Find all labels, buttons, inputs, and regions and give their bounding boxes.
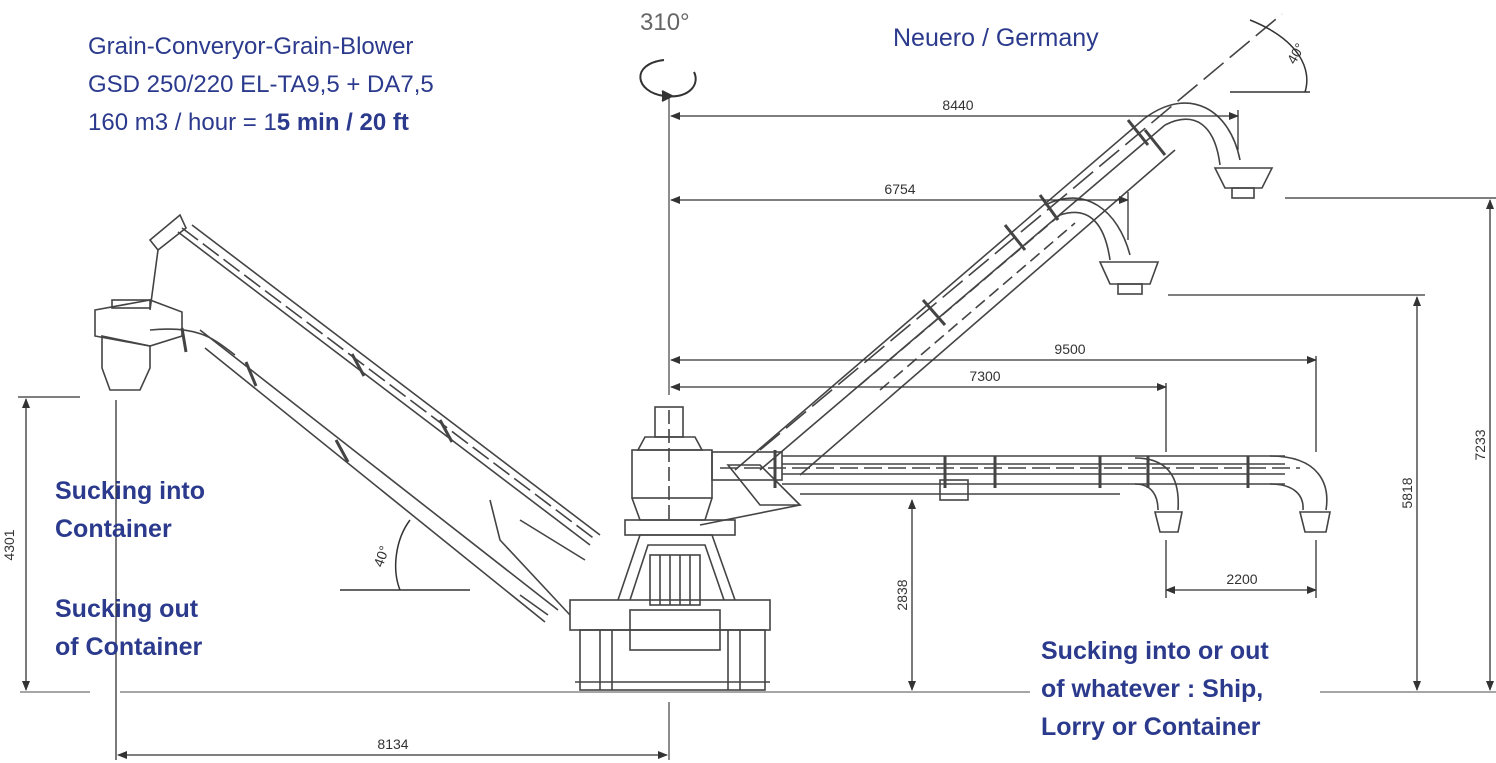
dim-label-2838: 2838 — [894, 579, 910, 610]
rotation-arrow — [639, 59, 697, 102]
note-any-line-1: Sucking into or out — [1041, 637, 1269, 665]
dim-4301 — [18, 396, 80, 691]
dim-8134 — [115, 400, 668, 760]
rotation-label: 310° — [640, 9, 690, 36]
dim-label-8440: 8440 — [942, 97, 973, 113]
title-line-1: Grain-Converyor-Grain-Blower — [88, 33, 414, 60]
title-line-2: GSD 250/220 EL-TA9,5 + DA7,5 — [88, 71, 434, 98]
blower-tower — [631, 406, 713, 521]
title-line-3-bold: 5 min / 20 ft — [276, 109, 409, 136]
dim-label-4301: 4301 — [1, 529, 17, 560]
note-any-line-3: Lorry or Container — [1041, 713, 1261, 741]
horizontal-boom — [699, 450, 1331, 533]
note-into-line-1: Sucking into — [55, 477, 205, 505]
title-line-3: 160 m3 / hour = 15 min / 20 ft — [88, 104, 434, 142]
dim-6754 — [670, 192, 1129, 240]
angle-arc-top — [1230, 19, 1310, 93]
note-any-line-2: of whatever : Ship, — [1041, 675, 1264, 703]
angle-label-left: 40° — [370, 544, 392, 569]
inclined-boom — [734, 13, 1283, 476]
dim-7233 — [1285, 197, 1496, 691]
dim-label-8134: 8134 — [377, 736, 408, 752]
note-sucking-into: Sucking into Container — [55, 472, 205, 548]
note-out-line-2: of Container — [55, 633, 203, 661]
dim-7300 — [670, 383, 1167, 452]
dim-label-6754: 6754 — [884, 181, 915, 197]
left-boom — [94, 213, 601, 623]
dim-label-2200: 2200 — [1226, 571, 1257, 587]
note-out-line-1: Sucking out — [55, 595, 199, 623]
dim-9500 — [670, 356, 1317, 452]
dim-2200 — [1165, 540, 1317, 598]
title-block: Grain-Converyor-Grain-Blower GSD 250/220… — [88, 28, 434, 142]
dim-label-7300: 7300 — [969, 368, 1000, 384]
note-sucking-any: Sucking into or out of whatever : Ship, … — [1041, 632, 1269, 746]
angle-arc-left — [340, 519, 470, 591]
dim-label-5818: 5818 — [1399, 477, 1415, 508]
base-frame — [569, 519, 771, 691]
dim-label-9500: 9500 — [1054, 341, 1085, 357]
dim-5818 — [1168, 294, 1425, 691]
note-into-line-2: Container — [55, 515, 172, 543]
title-line-3-prefix: 160 m3 / hour = 1 — [88, 109, 277, 136]
note-sucking-out: Sucking out of Container — [55, 590, 202, 666]
angle-label-top: 40° — [1283, 40, 1307, 66]
dim-8440 — [670, 110, 1239, 150]
manufacturer-label: Neuero / Germany — [893, 24, 1099, 52]
dim-label-7233: 7233 — [1472, 429, 1488, 460]
